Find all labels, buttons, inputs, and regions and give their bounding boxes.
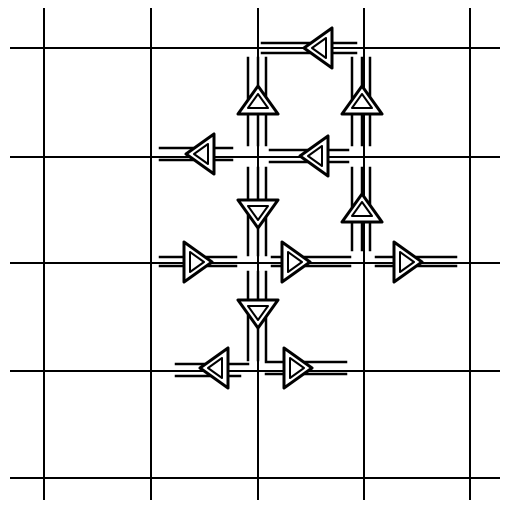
arrow-up-icon <box>340 192 384 224</box>
arrow-left-icon <box>184 132 216 176</box>
flow-paths <box>158 41 458 378</box>
arrow-right-icon <box>392 240 424 284</box>
arrow-right-icon <box>282 346 314 390</box>
arrow-up-icon <box>236 84 280 116</box>
direction-arrows <box>182 26 424 390</box>
grid-lines <box>10 8 500 500</box>
arrow-right-icon <box>280 240 312 284</box>
arrow-down-icon <box>236 298 280 330</box>
arrow-up-icon <box>340 84 384 116</box>
arrow-left-icon <box>302 26 334 70</box>
arrow-left-icon <box>298 134 330 178</box>
arrow-left-icon <box>198 346 230 390</box>
arrow-down-icon <box>236 198 280 230</box>
arrow-right-icon <box>182 240 214 284</box>
